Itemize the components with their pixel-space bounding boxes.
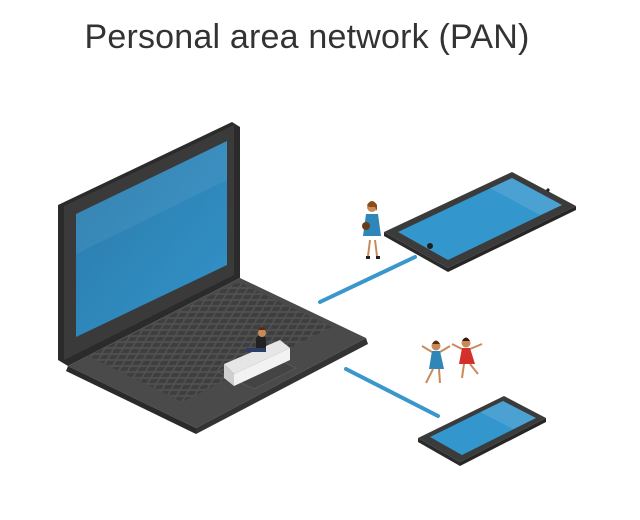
link-laptop-tablet bbox=[318, 255, 417, 304]
laptop-icon bbox=[58, 122, 368, 434]
tablet-icon bbox=[384, 172, 576, 272]
dancing-people-icon bbox=[421, 337, 483, 384]
woman-figure-icon bbox=[362, 201, 381, 259]
link-laptop-phone bbox=[344, 367, 440, 418]
diagram-title: Personal area network (PAN) bbox=[84, 18, 530, 56]
smartphone-icon bbox=[418, 396, 546, 466]
sofa-person-icon bbox=[224, 327, 290, 386]
